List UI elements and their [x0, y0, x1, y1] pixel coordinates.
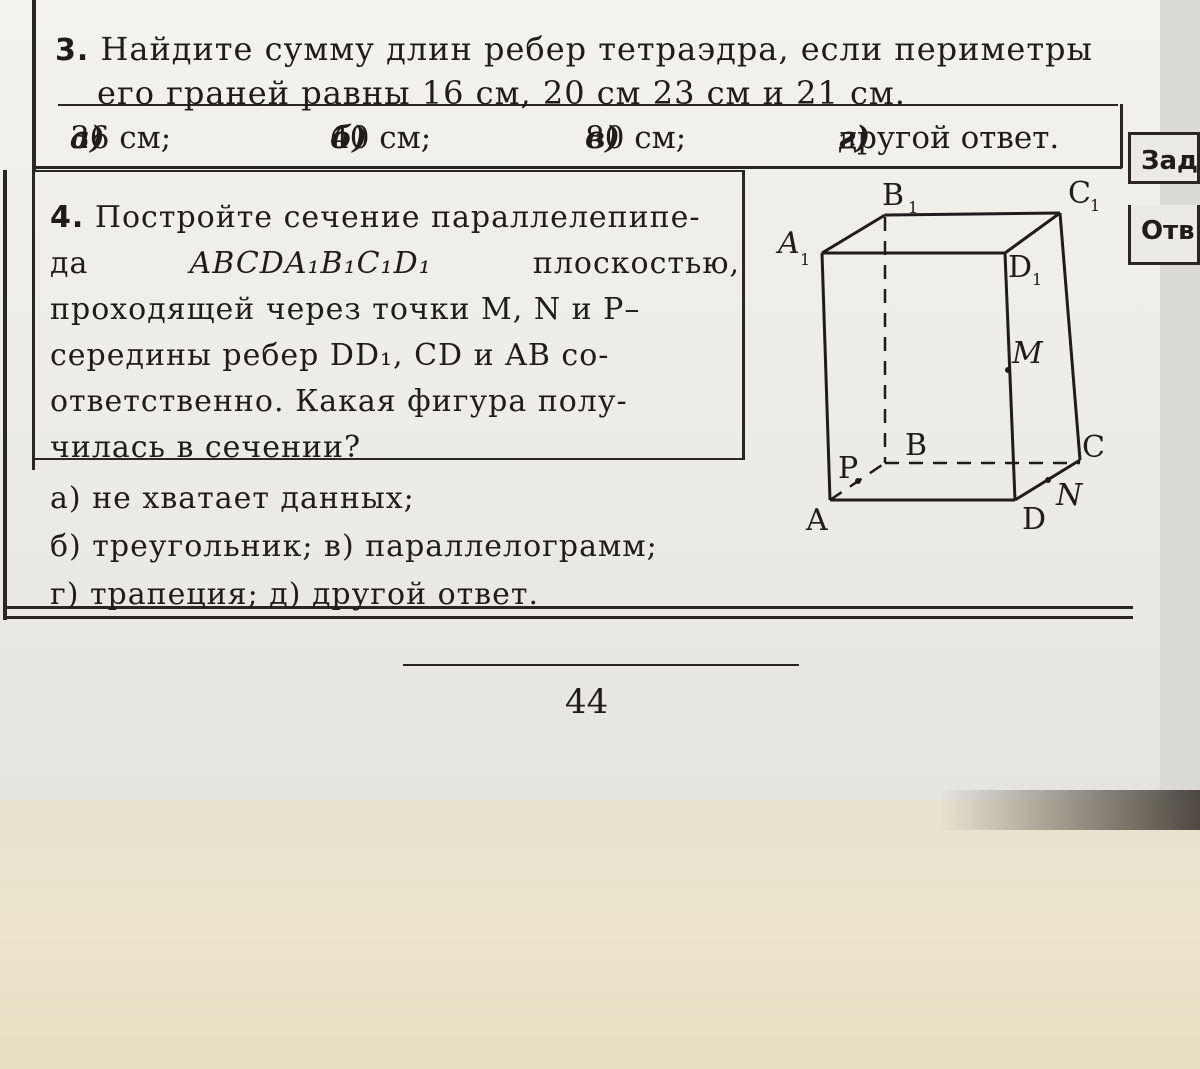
point-M	[1005, 367, 1011, 373]
task4-number: 4.	[50, 200, 85, 235]
table-surface	[0, 800, 1200, 1069]
label-D1: D	[1008, 250, 1032, 285]
task4-line6: чилась в сечении?	[50, 430, 362, 465]
label-P: P	[838, 451, 858, 486]
edge-A1B1	[821, 213, 886, 255]
label-C: C	[1082, 430, 1105, 465]
task4-options: а) не хватает данных; б) треугольник; в)…	[50, 475, 658, 619]
frame-bottom-1	[3, 606, 1133, 609]
task4-question: 4. Постройте сечение параллелепипе- да A…	[50, 195, 740, 471]
point-P	[855, 478, 861, 484]
page-footer-rule	[403, 664, 799, 666]
edge-DD1	[1003, 252, 1017, 501]
edge-AA1	[820, 252, 832, 501]
page-shadow	[940, 790, 1200, 830]
edge-CC1	[1058, 212, 1082, 461]
point-N	[1045, 477, 1051, 483]
parallelepiped-figure: A 1 B 1 C 1 D 1 M B C P N A D	[775, 176, 1105, 538]
page-sheet	[0, 0, 1160, 800]
label-A1-sub: 1	[800, 250, 810, 269]
label-C1: C	[1068, 176, 1091, 211]
task4-option-line1: а) не хватает данных;	[50, 481, 415, 516]
task3-line1: Найдите сумму длин ребер тетраэдра, если…	[100, 30, 1093, 68]
frame-task3-right	[1120, 104, 1123, 168]
frame-left-inner	[32, 170, 35, 470]
task4-box-top	[32, 170, 744, 172]
task4-line2: да ABCDA₁B₁C₁D₁ плоскостью,	[50, 241, 740, 287]
task3-options: а) 36 см; б) 40 см; в) 80 см; г) другой …	[70, 120, 1060, 156]
label-B1-sub: 1	[908, 198, 918, 217]
divider-task3-text	[58, 104, 1118, 106]
divider-task3-bottom	[32, 166, 1122, 169]
side-tab-answer: Отв	[1128, 205, 1200, 265]
task3-question: 3. Найдите сумму длин ребер тетраэдра, е…	[55, 28, 1125, 114]
solid-name: ABCDA₁B₁C₁D₁	[189, 246, 432, 281]
frame-bottom-2	[3, 616, 1133, 619]
task4-line4: середины ребер DD₁, CD и AB со-	[50, 338, 610, 373]
task4-option-line2: б) треугольник; в) параллелограмм;	[50, 529, 658, 564]
frame-left-outer	[3, 170, 7, 620]
task3-number: 3.	[55, 33, 90, 68]
label-B1: B	[882, 178, 904, 213]
label-M: M	[1011, 336, 1044, 371]
frame-left	[32, 0, 36, 170]
label-B: B	[905, 428, 927, 463]
task4-box-bottom	[32, 458, 744, 460]
label-C1-sub: 1	[1090, 196, 1100, 215]
label-D: D	[1022, 502, 1046, 537]
edge-C1D1	[1004, 211, 1061, 255]
task4-option-line3: г) трапеция; д) другой ответ.	[50, 577, 540, 612]
label-N: N	[1055, 478, 1084, 513]
edge-B1C1	[884, 211, 1061, 217]
label-D1-sub: 1	[1032, 270, 1042, 289]
task4-line5: ответственно. Какая фигура полу-	[50, 384, 628, 419]
task4-box-right	[742, 170, 745, 460]
side-tab-task: Зад	[1128, 132, 1200, 184]
task4-line3: проходящей через точки M, N и P–	[50, 292, 641, 327]
adjacent-page-edge	[1160, 0, 1200, 800]
task3-line2: его граней равны 16 см, 20 см 23 см и 21…	[97, 74, 906, 112]
label-A: A	[805, 503, 828, 538]
task4-line1: Постройте сечение параллелепипе-	[94, 200, 701, 235]
page-number: 44	[565, 682, 609, 722]
label-A1: A	[775, 226, 800, 261]
